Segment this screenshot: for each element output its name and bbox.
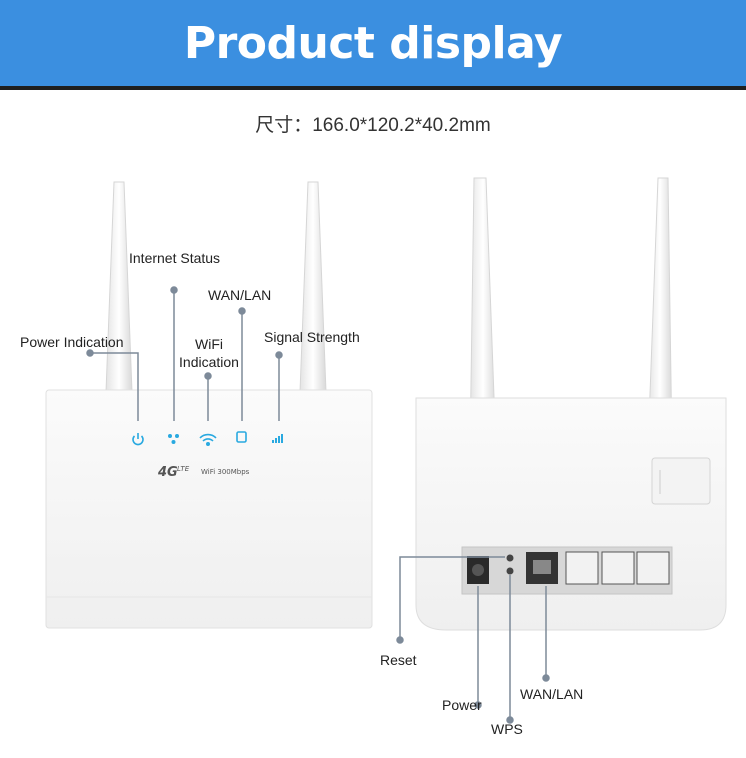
wifi-led-icon [199, 433, 217, 446]
reset-button [506, 554, 514, 562]
lan-ports [565, 551, 670, 585]
internet-led-icon [168, 434, 179, 444]
brand-model: WiFi 300Mbps [201, 468, 250, 476]
label-wps: WPS [491, 721, 523, 737]
back-router-body [415, 397, 727, 631]
brand-logo: 4G [157, 465, 178, 480]
header-banner: Product display [0, 0, 746, 90]
label-wifi-line1: WiFi [195, 336, 223, 352]
wan-led-icon [236, 431, 247, 443]
front-right-antenna [299, 181, 327, 393]
back-callouts [396, 556, 550, 724]
wps-button [506, 567, 514, 575]
page-title: Product display [183, 17, 563, 69]
dimensions-text: 尺寸：166.0*120.2*40.2mm [255, 115, 491, 136]
label-power: Power [442, 697, 482, 713]
label-internet-status: Internet Status [129, 250, 221, 266]
front-router-body [45, 389, 373, 629]
signal-led-icon [272, 434, 283, 443]
label-signal-strength: Signal Strength [264, 329, 360, 345]
front-left-antenna [105, 181, 133, 393]
label-wifi-line2: Indication [179, 354, 239, 370]
front-router: 4G LTE WiFi 300Mbps [45, 181, 373, 629]
brand-lte: LTE [177, 465, 190, 473]
back-router [396, 177, 727, 724]
label-wifi-indication: WiFi Indication [176, 335, 242, 371]
label-wan-lan-front: WAN/LAN [208, 287, 272, 303]
label-wan-lan-back: WAN/LAN [520, 686, 584, 702]
front-callouts [86, 286, 283, 421]
power-led-icon [132, 433, 144, 446]
label-power-indication: Power Indication [20, 334, 124, 350]
label-reset: Reset [380, 652, 417, 668]
